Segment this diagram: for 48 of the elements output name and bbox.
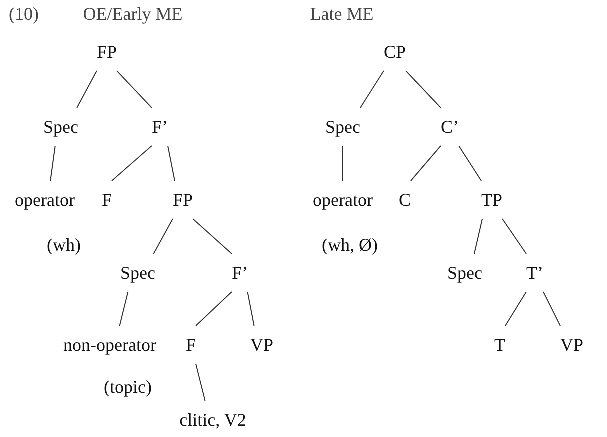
tree-node-label: Spec [118, 260, 158, 286]
feature-annotation: (wh) [47, 236, 81, 254]
branch-line [192, 218, 232, 254]
tree-node-label: Spec [42, 114, 80, 140]
feature-annotation: (topic) [104, 378, 152, 396]
tree-node-label: non-operator [62, 332, 158, 358]
branch-line [406, 70, 442, 108]
tree-node-label: operator [311, 187, 375, 213]
branch-line [50, 146, 56, 182]
branch-line [116, 70, 152, 108]
tree-node-label: T [492, 332, 508, 358]
branch-line [168, 146, 176, 182]
tree-node-label: C’ [439, 114, 461, 140]
tree-node-label: F’ [150, 114, 170, 140]
tree-node-label: operator [13, 187, 77, 213]
branch-line [112, 146, 152, 182]
branch-line [153, 218, 174, 254]
branch-line [502, 218, 527, 254]
tree-node-label: C [397, 187, 413, 213]
tree-node-label: F’ [230, 260, 250, 286]
feature-annotation: (wh, Ø) [322, 236, 378, 254]
branch-line [474, 218, 484, 254]
branch-line [458, 146, 482, 182]
branch-line [342, 146, 344, 182]
branch-line [360, 70, 384, 108]
tree-node-label: TP [480, 187, 504, 213]
tree-node-label: VP [558, 332, 586, 358]
branch-line [119, 292, 129, 326]
tree-node-label: VP [248, 332, 276, 358]
branch-line [196, 364, 206, 402]
tree-node-label: F [100, 187, 114, 213]
tree-heading: OE/Early ME [83, 5, 183, 23]
tree-node-label: FP [170, 187, 196, 213]
branch-line [505, 292, 527, 326]
branch-line [76, 70, 98, 108]
branch-line [247, 292, 255, 326]
tree-node-label: T’ [524, 260, 546, 286]
tree-heading: Late ME [310, 5, 374, 23]
tree-node-label: F [184, 332, 198, 358]
tree-node-label: clitic, V2 [178, 407, 248, 433]
tree-node-label: Spec [324, 114, 362, 140]
branch-line [410, 146, 442, 182]
tree-node-label: FP [94, 39, 120, 65]
example-number: (10) [9, 5, 39, 23]
tree-node-label: CP [382, 39, 408, 65]
branch-line [196, 292, 232, 326]
tree-node-label: Spec [446, 260, 484, 286]
branch-line [543, 292, 561, 326]
